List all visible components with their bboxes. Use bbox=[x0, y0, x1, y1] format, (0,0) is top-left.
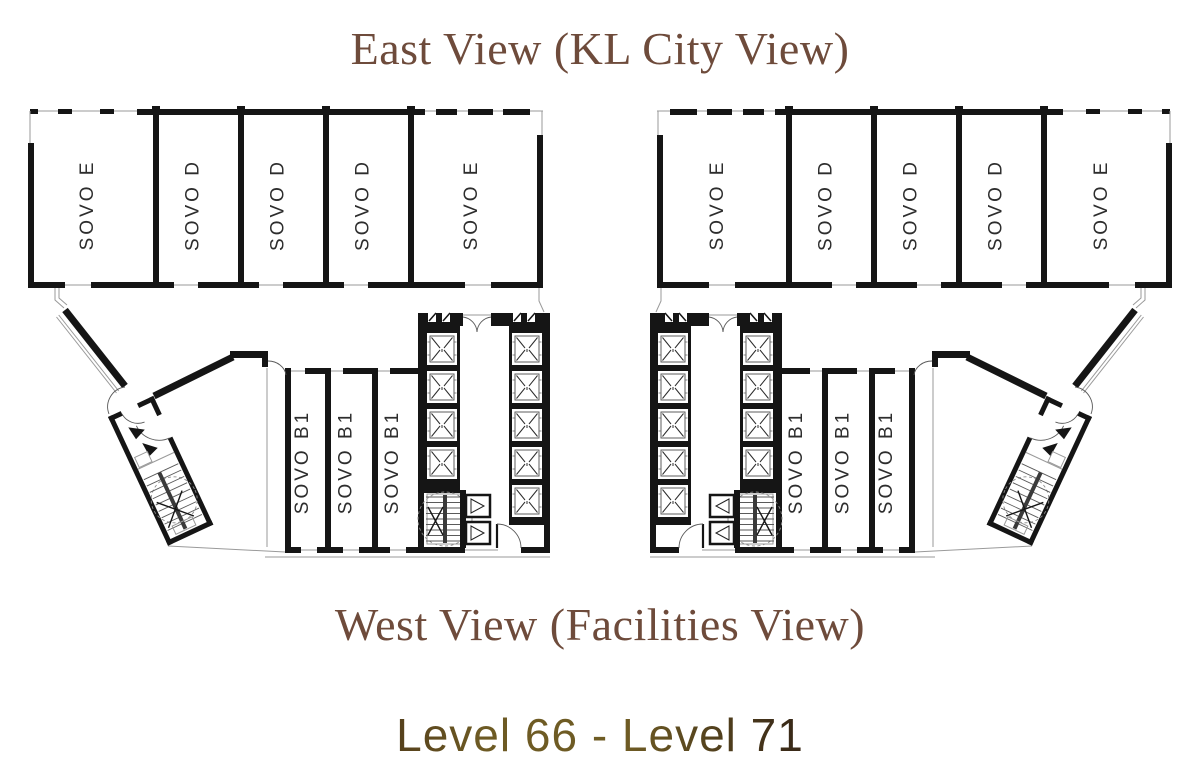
unit-label-top-3: SOVO D bbox=[268, 159, 289, 251]
unit-label-top-2: SOVO D bbox=[816, 159, 837, 251]
floor-plan-right: SOVO E SOVO D SOVO D SOVO D SOVO E SOVO … bbox=[625, 105, 1175, 565]
unit-label-b1-3: SOVO B1 bbox=[876, 410, 897, 514]
unit-label-top-2: SOVO D bbox=[183, 159, 204, 251]
unit-label-top-1: SOVO E bbox=[77, 160, 98, 251]
unit-label-b1-2: SOVO B1 bbox=[336, 410, 357, 514]
unit-label-top-4: SOVO D bbox=[986, 159, 1007, 251]
unit-label-b1-3: SOVO B1 bbox=[382, 410, 403, 514]
unit-label-top-4: SOVO D bbox=[353, 159, 374, 251]
unit-label-top-5: SOVO E bbox=[1091, 160, 1112, 251]
unit-label-b1-2: SOVO B1 bbox=[833, 410, 854, 514]
east-view-title: East View (KL City View) bbox=[350, 23, 850, 74]
level-range-label: Level 66 - Level 71 bbox=[0, 708, 1200, 762]
unit-label-top-1: SOVO E bbox=[707, 160, 728, 251]
unit-label-b1-1: SOVO B1 bbox=[786, 410, 807, 514]
unit-label-top-5: SOVO E bbox=[461, 160, 482, 251]
unit-label-top-3: SOVO D bbox=[901, 159, 922, 251]
west-view-title: West View (Facilities View) bbox=[334, 599, 866, 650]
floor-plan-left: SOVO E SOVO D SOVO D SOVO D SOVO E SOVO … bbox=[25, 105, 575, 565]
unit-label-b1-1: SOVO B1 bbox=[292, 410, 313, 514]
